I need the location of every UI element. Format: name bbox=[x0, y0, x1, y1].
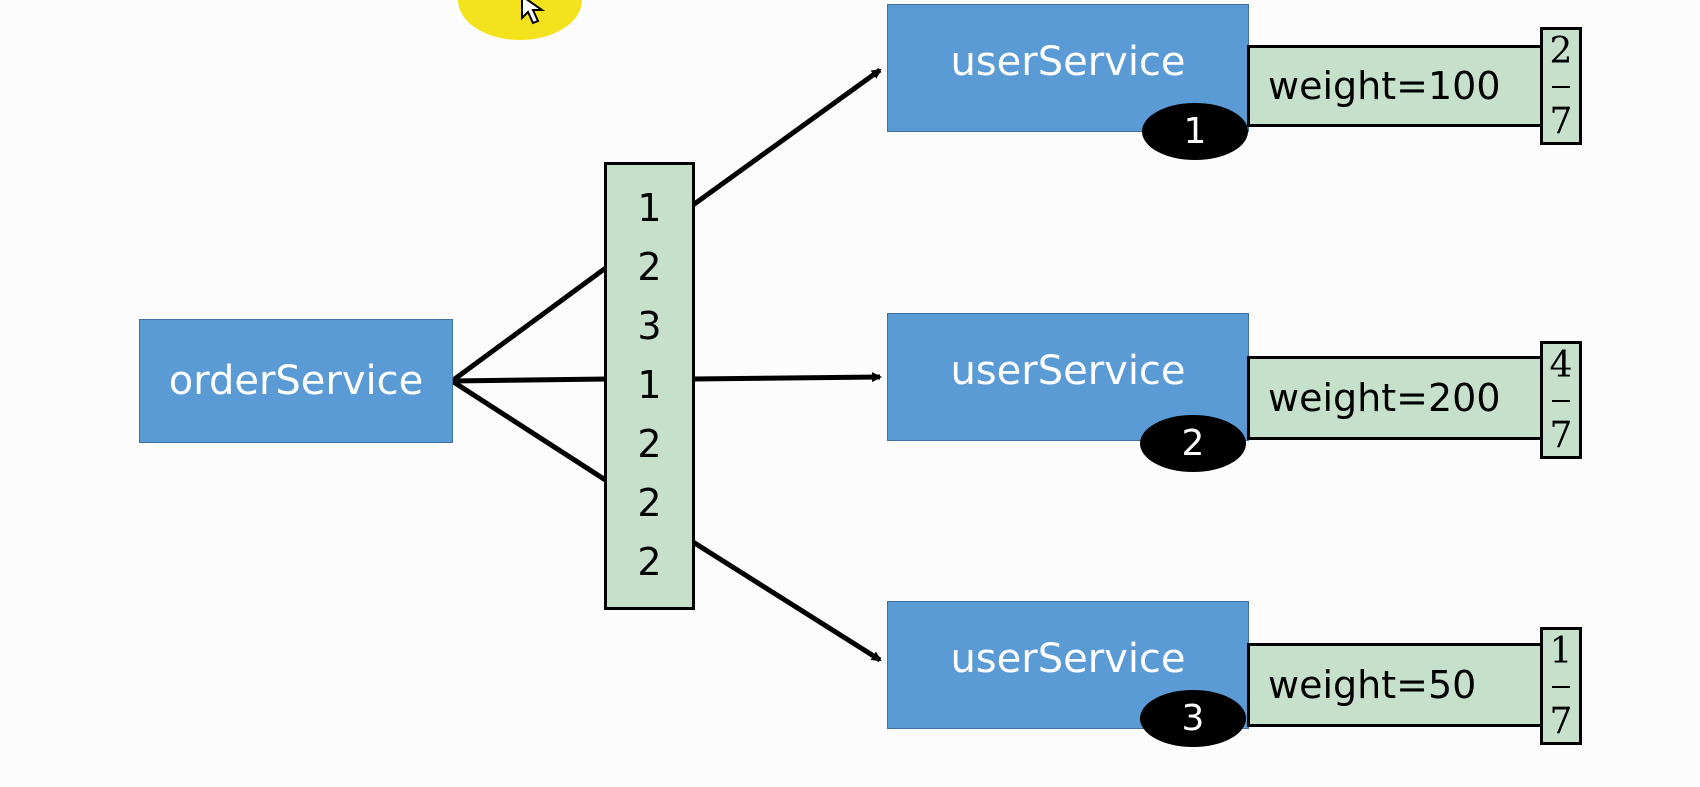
weight-box-1: weight=100 bbox=[1247, 45, 1543, 127]
sequence-item: 2 bbox=[637, 481, 662, 525]
arrow-to-userservice-2 bbox=[692, 372, 882, 383]
fraction-denominator: 7 bbox=[1549, 415, 1573, 456]
fraction-bar bbox=[1552, 86, 1570, 88]
badge-number: 2 bbox=[1181, 423, 1205, 464]
user-service-label: userService bbox=[950, 636, 1186, 682]
connector-line bbox=[450, 264, 609, 384]
instance-badge-3: 3 bbox=[1140, 690, 1246, 747]
sequence-item: 2 bbox=[637, 540, 662, 584]
user-service-label: userService bbox=[950, 39, 1186, 85]
fraction-box-1: 2 7 bbox=[1540, 27, 1582, 145]
mouse-cursor-icon bbox=[521, 0, 546, 25]
fraction-numerator: 2 bbox=[1549, 31, 1573, 72]
sequence-item: 1 bbox=[637, 186, 662, 230]
fraction-numerator: 4 bbox=[1549, 345, 1573, 386]
fraction-box-2: 4 7 bbox=[1540, 341, 1582, 459]
sequence-item: 1 bbox=[637, 363, 662, 407]
selection-sequence-box: 1 2 3 1 2 2 2 bbox=[604, 162, 695, 610]
sequence-item: 3 bbox=[637, 304, 662, 348]
sequence-item: 2 bbox=[637, 245, 662, 289]
fraction-box-3: 1 7 bbox=[1540, 627, 1582, 745]
order-service-label: orderService bbox=[168, 358, 424, 404]
connector-line bbox=[450, 378, 609, 484]
badge-number: 1 bbox=[1183, 111, 1207, 152]
arrow-to-userservice-1 bbox=[691, 67, 882, 208]
order-service-box: orderService bbox=[139, 319, 453, 443]
instance-badge-1: 1 bbox=[1142, 103, 1248, 160]
fraction-numerator: 1 bbox=[1549, 631, 1573, 672]
weight-label: weight=100 bbox=[1268, 64, 1501, 108]
badge-number: 3 bbox=[1181, 698, 1205, 739]
weight-label: weight=50 bbox=[1268, 663, 1477, 707]
user-service-box-2: userService bbox=[887, 313, 1249, 441]
sequence-item: 2 bbox=[637, 422, 662, 466]
arrow-to-userservice-3 bbox=[691, 539, 882, 663]
user-service-label: userService bbox=[950, 348, 1186, 394]
fraction-denominator: 7 bbox=[1549, 101, 1573, 142]
weight-box-3: weight=50 bbox=[1247, 643, 1543, 727]
weight-label: weight=200 bbox=[1268, 376, 1501, 420]
connector-line bbox=[451, 376, 608, 384]
instance-badge-2: 2 bbox=[1140, 415, 1246, 472]
fraction-denominator: 7 bbox=[1549, 701, 1573, 742]
weight-box-2: weight=200 bbox=[1247, 356, 1543, 440]
fraction-bar bbox=[1552, 686, 1570, 688]
fraction-bar bbox=[1552, 400, 1570, 402]
